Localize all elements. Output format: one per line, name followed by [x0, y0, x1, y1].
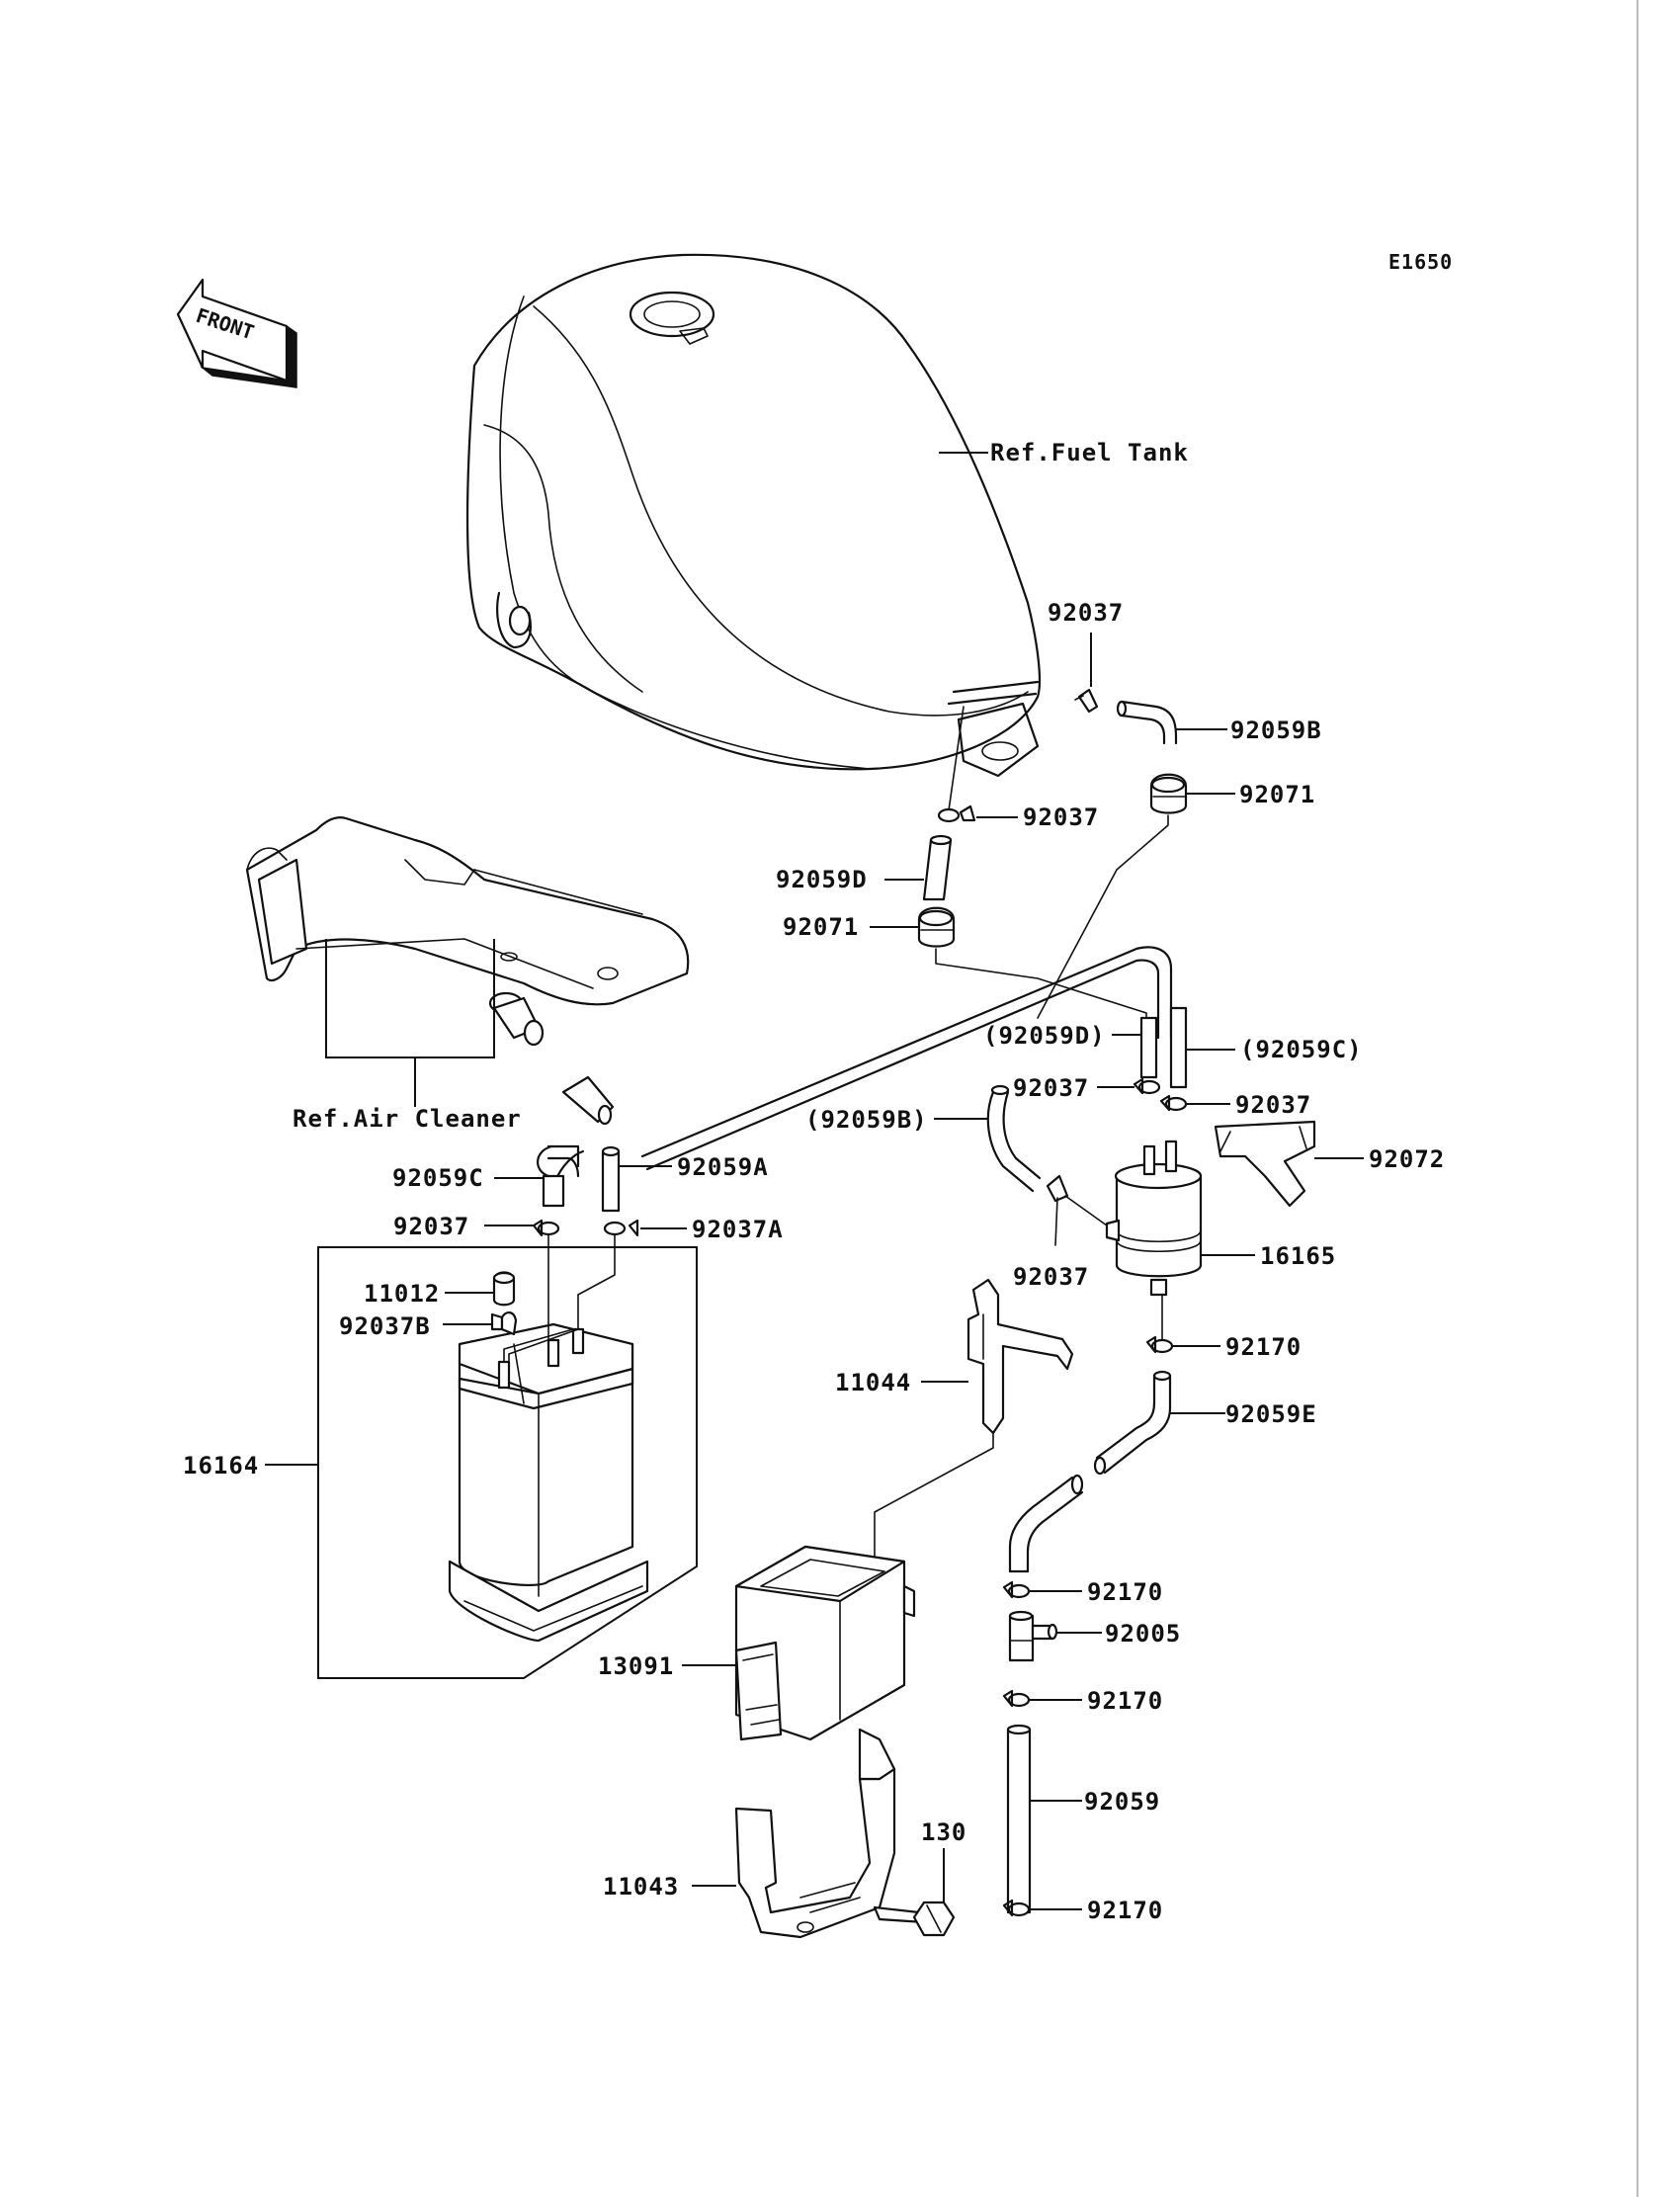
- hose-92059d: [884, 834, 953, 901]
- label-92170-1: 92170: [1225, 1333, 1302, 1361]
- label-92059a-visible: 92059A: [677, 1153, 769, 1181]
- clamps-92037-mid: [1097, 1077, 1230, 1112]
- fuel-filter-16165: [1105, 1140, 1255, 1297]
- label-92059b: 92059B: [1230, 717, 1322, 744]
- label-92037-mid1: 92037: [1013, 1074, 1089, 1102]
- cap-11012: [445, 1271, 516, 1307]
- label-92059: 92059: [1084, 1788, 1160, 1816]
- hose-92059e: [1093, 1370, 1225, 1476]
- fuel-tank: [465, 253, 1042, 778]
- hose-92059b: [1116, 700, 1227, 745]
- clamp-92037-filter: [1046, 1174, 1108, 1246]
- label-ref-air-cleaner: Ref.Air Cleaner: [293, 1105, 522, 1133]
- front-arrow-icon: FRONT: [176, 278, 297, 388]
- hose-elbow-lower: [1008, 1474, 1084, 1573]
- label-13091: 13091: [598, 1652, 674, 1680]
- bracket-11043: [692, 1728, 896, 1939]
- label-92059d-paren: (92059D): [983, 1022, 1106, 1050]
- label-92059d: 92059D: [776, 866, 868, 893]
- label-92059c: 92059C: [392, 1164, 484, 1192]
- label-92059c-paren: (92059C): [1240, 1036, 1363, 1063]
- label-92071-left: 92071: [783, 913, 859, 941]
- label-92071-right: 92071: [1239, 781, 1315, 808]
- clamp-92170-4: [1002, 1899, 1082, 1917]
- label-ref-fuel-tank: Ref.Fuel Tank: [990, 439, 1189, 466]
- grommet-92071-left: [870, 906, 1147, 1024]
- clip-92037b: [443, 1311, 518, 1336]
- clamp-92170-2: [1002, 1580, 1082, 1599]
- clamp-92170-3: [1002, 1689, 1082, 1708]
- label-11044: 11044: [835, 1369, 911, 1396]
- label-92037a: 92037A: [692, 1216, 784, 1243]
- diagram-code: E1650: [1388, 250, 1453, 274]
- label-11043: 11043: [603, 1873, 679, 1901]
- label-92170-3: 92170: [1087, 1687, 1163, 1715]
- label-92170-4: 92170: [1087, 1897, 1163, 1924]
- label-130: 130: [921, 1818, 966, 1846]
- label-92059e: 92059E: [1225, 1400, 1317, 1428]
- hose-long-route: [640, 946, 1173, 1171]
- bracket-11044: [874, 1278, 1074, 1558]
- label-92037-filter: 92037: [1013, 1263, 1089, 1291]
- label-92037b: 92037B: [339, 1312, 431, 1340]
- label-92005: 92005: [1105, 1620, 1181, 1648]
- hose-92059: [1006, 1724, 1082, 1914]
- label-92037-mid2: 92037: [1235, 1091, 1311, 1119]
- label-92059b-paren: (92059B): [805, 1106, 928, 1134]
- canister-16164: [265, 1234, 698, 1679]
- band-92072: [1214, 1120, 1364, 1208]
- label-92037-tank: 92037: [1023, 803, 1099, 831]
- label-92072: 92072: [1369, 1145, 1445, 1173]
- label-92037-top: 92037: [1048, 599, 1124, 627]
- bolt-130: [873, 1848, 956, 1937]
- hoses-92059c-92059a: [494, 1144, 672, 1213]
- label-92037-canister: 92037: [393, 1213, 469, 1240]
- hose-air-cleaner: [561, 1075, 615, 1126]
- hoses-parenthetical: [1112, 1006, 1235, 1089]
- label-16164: 16164: [183, 1452, 259, 1479]
- clamp-92037-tank: [937, 706, 1018, 823]
- clamp-92170-1: [1145, 1294, 1220, 1354]
- label-11012: 11012: [364, 1280, 440, 1308]
- label-16165: 16165: [1260, 1242, 1336, 1270]
- grommet-92071-right: [1037, 773, 1235, 1019]
- hose-92059b-paren: [934, 1084, 1042, 1193]
- holder-13091: [682, 1545, 916, 1741]
- joint-92005: [1008, 1610, 1102, 1662]
- label-92170-2: 92170: [1087, 1578, 1163, 1606]
- clamps-canister-top: [484, 1219, 687, 1237]
- clamp-92037-top: [1074, 633, 1099, 714]
- air-cleaner: [245, 816, 690, 1107]
